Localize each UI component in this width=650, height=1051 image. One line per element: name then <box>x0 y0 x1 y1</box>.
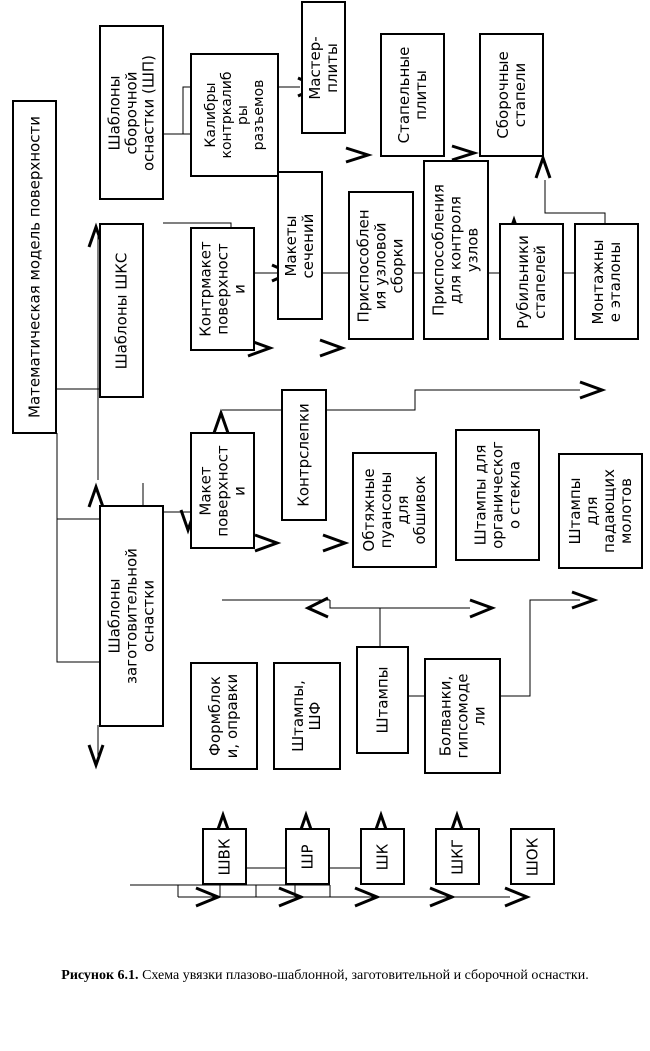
node-surface-model: Макет поверхност и <box>190 432 255 549</box>
arrowhead <box>579 380 607 400</box>
node-label: Болванки, гипсомоде ли <box>436 673 488 759</box>
node-label: Шаблоны заготовительной оснастки <box>105 548 157 684</box>
node-node-assembly-fixtures: Приспособлен ия узловой сборки <box>348 191 414 340</box>
node-blanks: Болванки, гипсомоде ли <box>424 658 501 774</box>
arrowhead <box>195 886 222 908</box>
node-shok: ШОК <box>510 828 555 885</box>
node-label: Сборочные стапели <box>493 51 529 139</box>
connector <box>56 433 100 663</box>
node-label: ШР <box>298 843 316 870</box>
node-node-control-fixtures: Приспособления для контроля узлов <box>423 160 489 340</box>
node-label: Монтажны е эталоны <box>588 238 624 325</box>
node-label: Макет поверхност и <box>196 444 248 537</box>
node-shvk: ШВК <box>202 828 247 885</box>
arrowhead <box>354 886 381 908</box>
node-math-model: Математическая модель поверхности <box>12 100 57 434</box>
figure-caption: Рисунок 6.1. Схема увязки плазово-шаблон… <box>30 966 620 986</box>
arrowhead <box>429 886 456 908</box>
node-label: Математическая модель поверхности <box>25 116 43 418</box>
connector <box>329 600 470 609</box>
node-shkg: ШКГ <box>435 828 480 885</box>
caption-text: Схема увязки плазово-шаблонной, заготови… <box>138 968 589 983</box>
node-label: Штампы для падающих молотов <box>565 469 635 553</box>
tooling-linkage-diagram: Математическая модель поверхности Шаблон… <box>12 1 643 908</box>
node-label: Контрмакет поверхност и <box>196 241 248 337</box>
node-section-models: Макеты сечений <box>277 171 323 320</box>
node-drop-hammer-dies: Штампы для падающих молотов <box>558 453 643 569</box>
node-label: Макеты сечений <box>282 213 317 278</box>
arrowhead <box>534 153 552 179</box>
node-master-plates: Мастер- плиты <box>301 1 346 134</box>
arrowhead <box>345 146 373 164</box>
arrowhead <box>278 886 305 908</box>
caption-label: Рисунок 6.1. <box>61 968 139 983</box>
node-label: Стапельные плиты <box>394 46 430 144</box>
node-dies: Штампы <box>356 646 409 754</box>
arrowhead <box>322 533 350 553</box>
node-counter-casts: Контрслепки <box>281 389 327 521</box>
node-label: Штампы, ШФ <box>289 680 324 752</box>
connector <box>222 389 580 411</box>
node-assembly-stapels: Сборочные стапели <box>479 33 544 157</box>
arrowhead <box>254 533 282 553</box>
node-stapel-rubilniki: Рубильники стапелей <box>499 223 564 340</box>
arrowhead <box>304 596 329 619</box>
arrowhead <box>87 482 105 508</box>
arrowhead <box>504 886 531 908</box>
node-shp: Шаблоны сборочной оснастки (ШП) <box>99 25 164 200</box>
node-label: Калибры контркалиб ры разъемов <box>202 71 267 159</box>
node-mount-etalons: Монтажны е эталоны <box>574 223 639 340</box>
node-dies-shf: Штампы, ШФ <box>273 662 341 770</box>
node-shk: ШК <box>360 828 405 885</box>
node-shr: ШР <box>285 828 330 885</box>
node-label: Шаблоны сборочной оснастки (ШП) <box>105 54 157 171</box>
node-label: Приспособления для контроля узлов <box>429 184 482 316</box>
node-counter-model: Контрмакет поверхност и <box>190 227 255 351</box>
node-stapel-plates: Стапельные плиты <box>380 33 445 157</box>
node-label: Формблок и, оправки <box>206 673 241 759</box>
arrowhead <box>319 338 347 358</box>
node-shks: Шаблоны ШКС <box>99 223 144 398</box>
node-label: Шаблоны ШКС <box>112 252 130 369</box>
node-label: ШК <box>373 843 391 870</box>
node-label: Рубильники стапелей <box>513 234 549 329</box>
node-label: Контрслепки <box>294 403 313 507</box>
node-glass-dies: Штампы для органическог о стекла <box>455 429 540 561</box>
arrowhead <box>571 590 599 610</box>
arrowhead <box>451 144 479 162</box>
node-label: Штампы для органическог о стекла <box>471 441 523 549</box>
node-label: Приспособлен ия узловой сборки <box>354 208 407 323</box>
node-shzo: Шаблоны заготовительной оснастки <box>99 505 164 727</box>
node-stretch-punches: Обтяжные пуансоны для обшивок <box>352 452 437 568</box>
arrowhead <box>87 744 105 770</box>
node-label: Мастер- плиты <box>305 35 341 100</box>
node-form-blocks: Формблок и, оправки <box>190 662 258 770</box>
node-calibers: Калибры контркалиб ры разъемов <box>190 53 279 177</box>
arrowhead <box>469 598 497 619</box>
arrowhead <box>212 408 230 434</box>
node-label: ШОК <box>523 837 541 876</box>
node-label: ШКГ <box>448 838 466 875</box>
node-label: ШВК <box>215 838 233 875</box>
node-label: Штампы <box>373 666 391 734</box>
node-label: Обтяжные пуансоны для обшивок <box>359 468 429 552</box>
